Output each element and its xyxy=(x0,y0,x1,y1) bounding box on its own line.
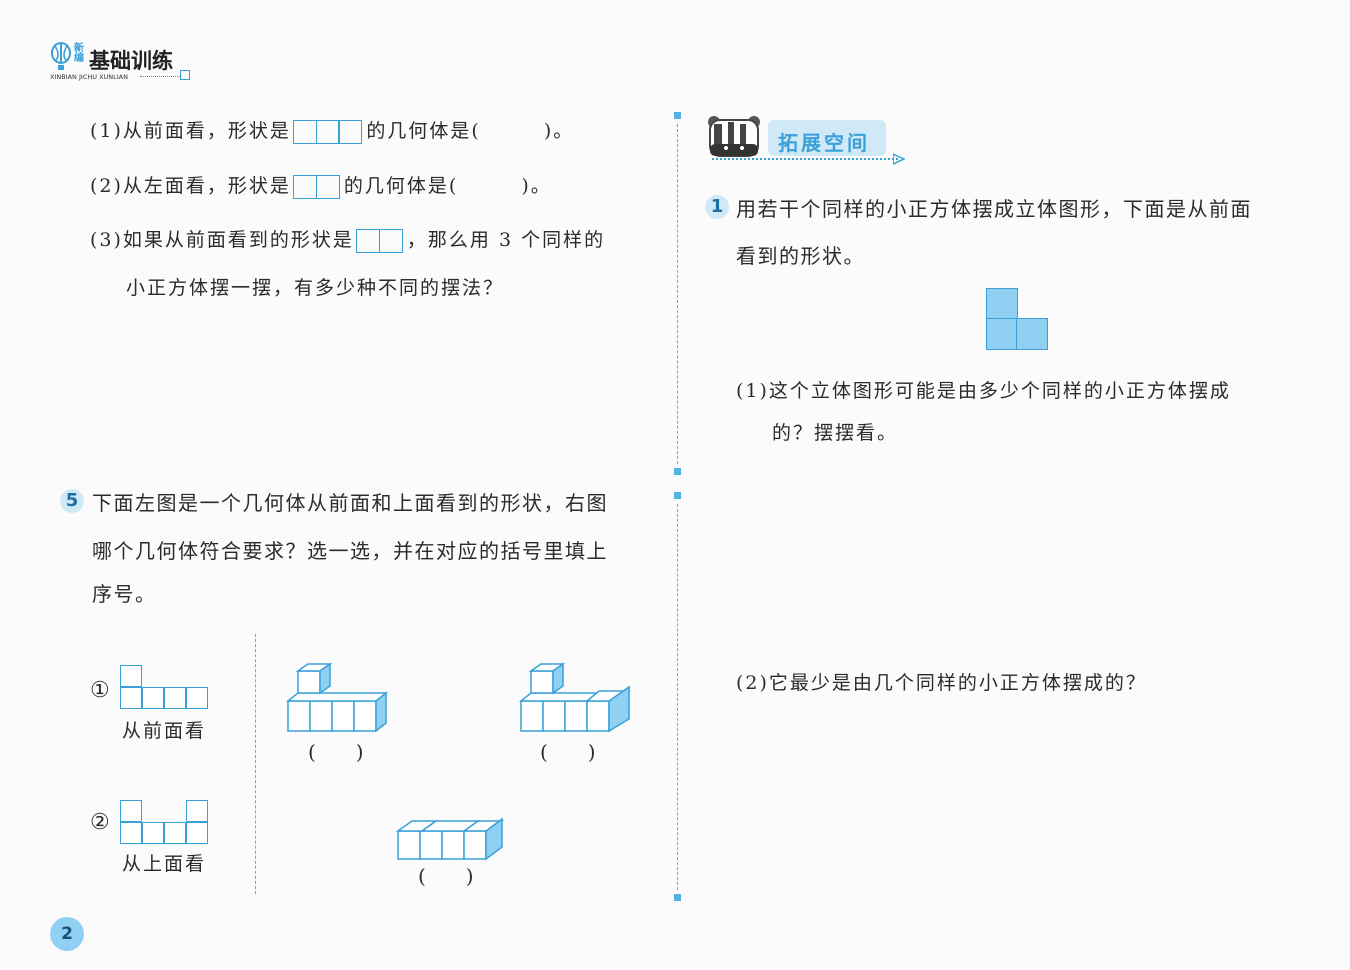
section-title-underline xyxy=(712,158,898,160)
zebra-mascot xyxy=(704,114,764,160)
divider-marker xyxy=(674,492,681,499)
problem-5-line2: 哪个几何体符合要求？选一选，并在对应的括号里填上 xyxy=(92,539,608,563)
question-2: (2)从左面看，形状是的几何体是( )。 xyxy=(90,175,552,199)
shape-two-squares xyxy=(356,229,403,253)
front-view-diagram xyxy=(120,665,212,713)
answer-blank-b[interactable]: ( ) xyxy=(540,740,596,764)
problem-5-number: 5 xyxy=(60,489,84,513)
question-3-line2: 小正方体摆一摆，有多少种不同的摆法？ xyxy=(126,277,505,299)
section-title-bg xyxy=(768,120,886,156)
question-3: (3)如果从前面看到的形状是，那么用 3 个同样的 xyxy=(90,229,606,253)
logo-title: 基础训练 xyxy=(89,49,173,73)
logo-square xyxy=(180,70,190,80)
solid-option-b xyxy=(519,662,631,733)
question-1: (1)从前面看，形状是的几何体是( )。 xyxy=(90,120,575,144)
answer-blank-a[interactable]: ( ) xyxy=(308,740,364,764)
view-1-caption: 从前面看 xyxy=(122,720,207,742)
logo-pinyin: XINBIAN JICHU XUNLIAN xyxy=(50,73,128,81)
zebra-icon xyxy=(708,116,760,157)
problem-1-sub1-line2: 的？摆摆看。 xyxy=(772,422,899,444)
inner-divider xyxy=(255,634,256,894)
page-number: 2 xyxy=(61,924,73,944)
answer-blank-c[interactable]: ( ) xyxy=(418,864,474,888)
balloon-icon xyxy=(51,42,71,70)
section-title: 拓展空间 xyxy=(778,131,870,155)
problem-1-line1: 用若干个同样的小正方体摆成立体图形，下面是从前面 xyxy=(736,197,1252,221)
divider-marker xyxy=(674,468,681,475)
front-view-blue xyxy=(986,288,1052,352)
header-logo: 新编 基础训练 XINBIAN JICHU XUNLIAN xyxy=(48,42,198,84)
solid-option-a xyxy=(286,662,389,733)
logo-underline xyxy=(140,76,180,77)
shape-two-squares xyxy=(293,175,340,199)
divider-marker xyxy=(674,112,681,119)
problem-1-sub2: (2)它最少是由几个同样的小正方体摆成的？ xyxy=(736,672,1147,694)
problem-1-number: 1 xyxy=(705,195,729,219)
view-1-mark: ① xyxy=(90,678,110,703)
top-view-diagram xyxy=(120,800,212,848)
page-number-badge xyxy=(50,917,84,951)
problem-5-line3: 序号。 xyxy=(92,582,157,606)
view-2-mark: ② xyxy=(90,810,110,835)
problem-5-line1: 下面左图是一个几何体从前面和上面看到的形状，右图 xyxy=(92,491,608,515)
arrow-right-icon xyxy=(893,153,905,165)
shape-three-squares xyxy=(293,120,363,144)
center-divider xyxy=(677,124,678,464)
center-divider xyxy=(677,504,678,890)
problem-1-line2: 看到的形状。 xyxy=(736,244,865,268)
divider-marker xyxy=(674,894,681,901)
logo-small-text: 新编 xyxy=(74,43,84,64)
view-2-caption: 从上面看 xyxy=(122,853,207,875)
solid-option-c xyxy=(396,817,505,861)
problem-1-sub1-line1: (1)这个立体图形可能是由多少个同样的小正方体摆成 xyxy=(736,380,1231,402)
